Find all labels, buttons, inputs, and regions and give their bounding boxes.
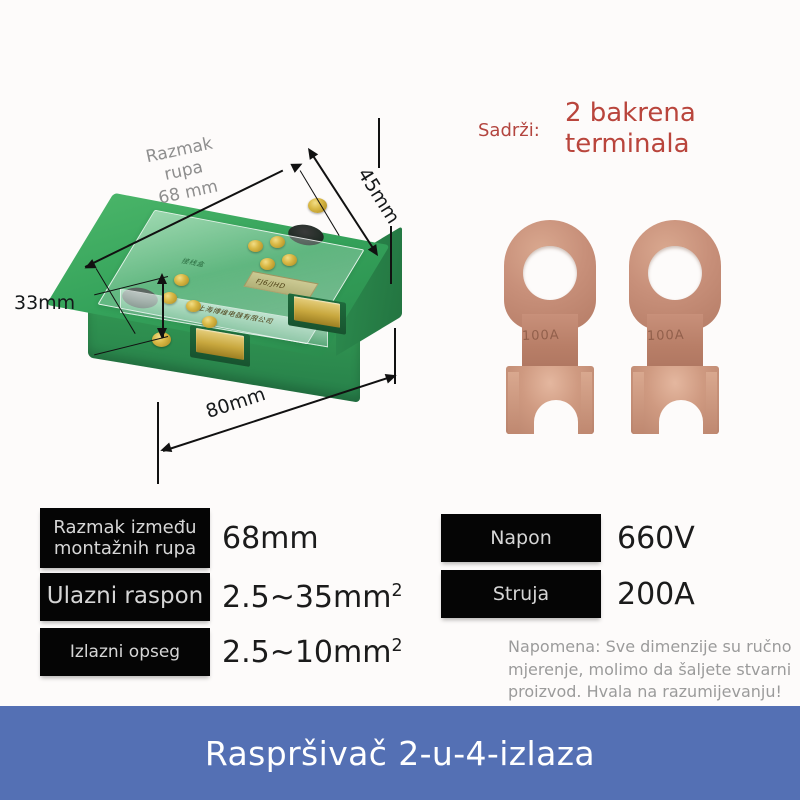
spec-tag-hole-spacing: Razmak između montažnih rupa — [40, 508, 210, 568]
spec-row-input-range: Ulazni raspon 2.5~35mm2 — [40, 573, 403, 621]
dim-line-height — [162, 278, 164, 338]
dim-ext-width-right — [394, 328, 396, 384]
spec-value-voltage: 660V — [617, 520, 695, 556]
lug-bolt-hole — [648, 246, 702, 300]
screw-6 — [270, 236, 285, 248]
lug-notch — [534, 400, 578, 434]
lug-amp-stamp: 100A — [646, 327, 685, 345]
spec-tag-voltage: Napon — [441, 514, 601, 562]
spec-tag-output-range: Izlazni opseg — [40, 628, 210, 676]
spec-value-text: 2.5~35mm — [222, 579, 392, 615]
product-title-banner: Raspršivač 2-u-4-izlaza — [0, 706, 800, 800]
spec-row-output-range: Izlazni opseg 2.5~10mm2 — [40, 628, 403, 676]
lug-neck — [522, 314, 578, 374]
spec-value-sup: 2 — [391, 635, 403, 656]
dim-ext-width-left — [157, 402, 159, 484]
lug-bolt-hole — [523, 246, 577, 300]
spec-tag-current: Struja — [441, 570, 601, 618]
lug-wing-right — [581, 372, 592, 434]
copper-terminals-figure: Sadrži: 2 bakrena terminala 100A 100A — [470, 60, 800, 460]
spec-value-sup: 2 — [391, 580, 403, 601]
spec-value-input-range: 2.5~35mm2 — [222, 580, 403, 615]
screw-8 — [282, 254, 297, 266]
measurement-note: Napomena: Sve dimenzije su ručno mjerenj… — [508, 637, 792, 702]
lug-amp-stamp: 100A — [521, 327, 560, 345]
spec-row-current: Struja 200A — [441, 570, 695, 618]
dim-arrow-height-bottom — [157, 328, 167, 339]
screw-4 — [202, 316, 217, 328]
spec-value-output-range: 2.5~10mm2 — [222, 635, 403, 670]
screw-5 — [248, 240, 263, 252]
contains-label: Sadrži: — [478, 120, 540, 141]
dim-label-height: 33mm — [14, 292, 76, 314]
lug-wing-left — [633, 372, 644, 434]
screw-3 — [186, 300, 201, 312]
screw-7 — [260, 258, 275, 270]
spec-value-text: 68mm — [222, 520, 319, 556]
lug-barrel — [506, 366, 594, 434]
lug-barrel — [631, 366, 719, 434]
dim-arrow-width-left — [158, 442, 173, 456]
spec-value-hole-spacing: 68mm — [222, 521, 319, 556]
dim-arrow-hole-right — [290, 159, 305, 173]
copper-lug-right: 100A — [625, 220, 725, 435]
spec-value-text: 2.5~10mm — [222, 634, 392, 670]
copper-lug-left: 100A — [500, 220, 600, 435]
dim-arrow-width-right — [384, 370, 399, 384]
spec-value-current: 200A — [617, 576, 695, 612]
lug-wing-left — [508, 372, 519, 434]
screw-1 — [174, 274, 189, 286]
lug-wing-right — [706, 372, 717, 434]
product-title: Raspršivač 2-u-4-izlaza — [204, 733, 596, 773]
lug-notch — [659, 400, 703, 434]
dim-ext-depth-top — [378, 118, 380, 168]
screw-2 — [162, 292, 177, 304]
dim-ext-depth-bottom — [390, 226, 392, 284]
product-diagram: 接线盒 上海博维电器有限公司 FJ6/JHD Razmak rupa 68 mm — [0, 30, 440, 500]
spec-row-voltage: Napon 660V — [441, 514, 695, 562]
contains-value: 2 bakrena terminala — [565, 98, 696, 159]
spec-row-hole-spacing: Razmak između montažnih rupa 68mm — [40, 508, 319, 568]
spec-tag-input-range: Ulazni raspon — [40, 573, 210, 621]
lug-neck — [647, 314, 703, 374]
